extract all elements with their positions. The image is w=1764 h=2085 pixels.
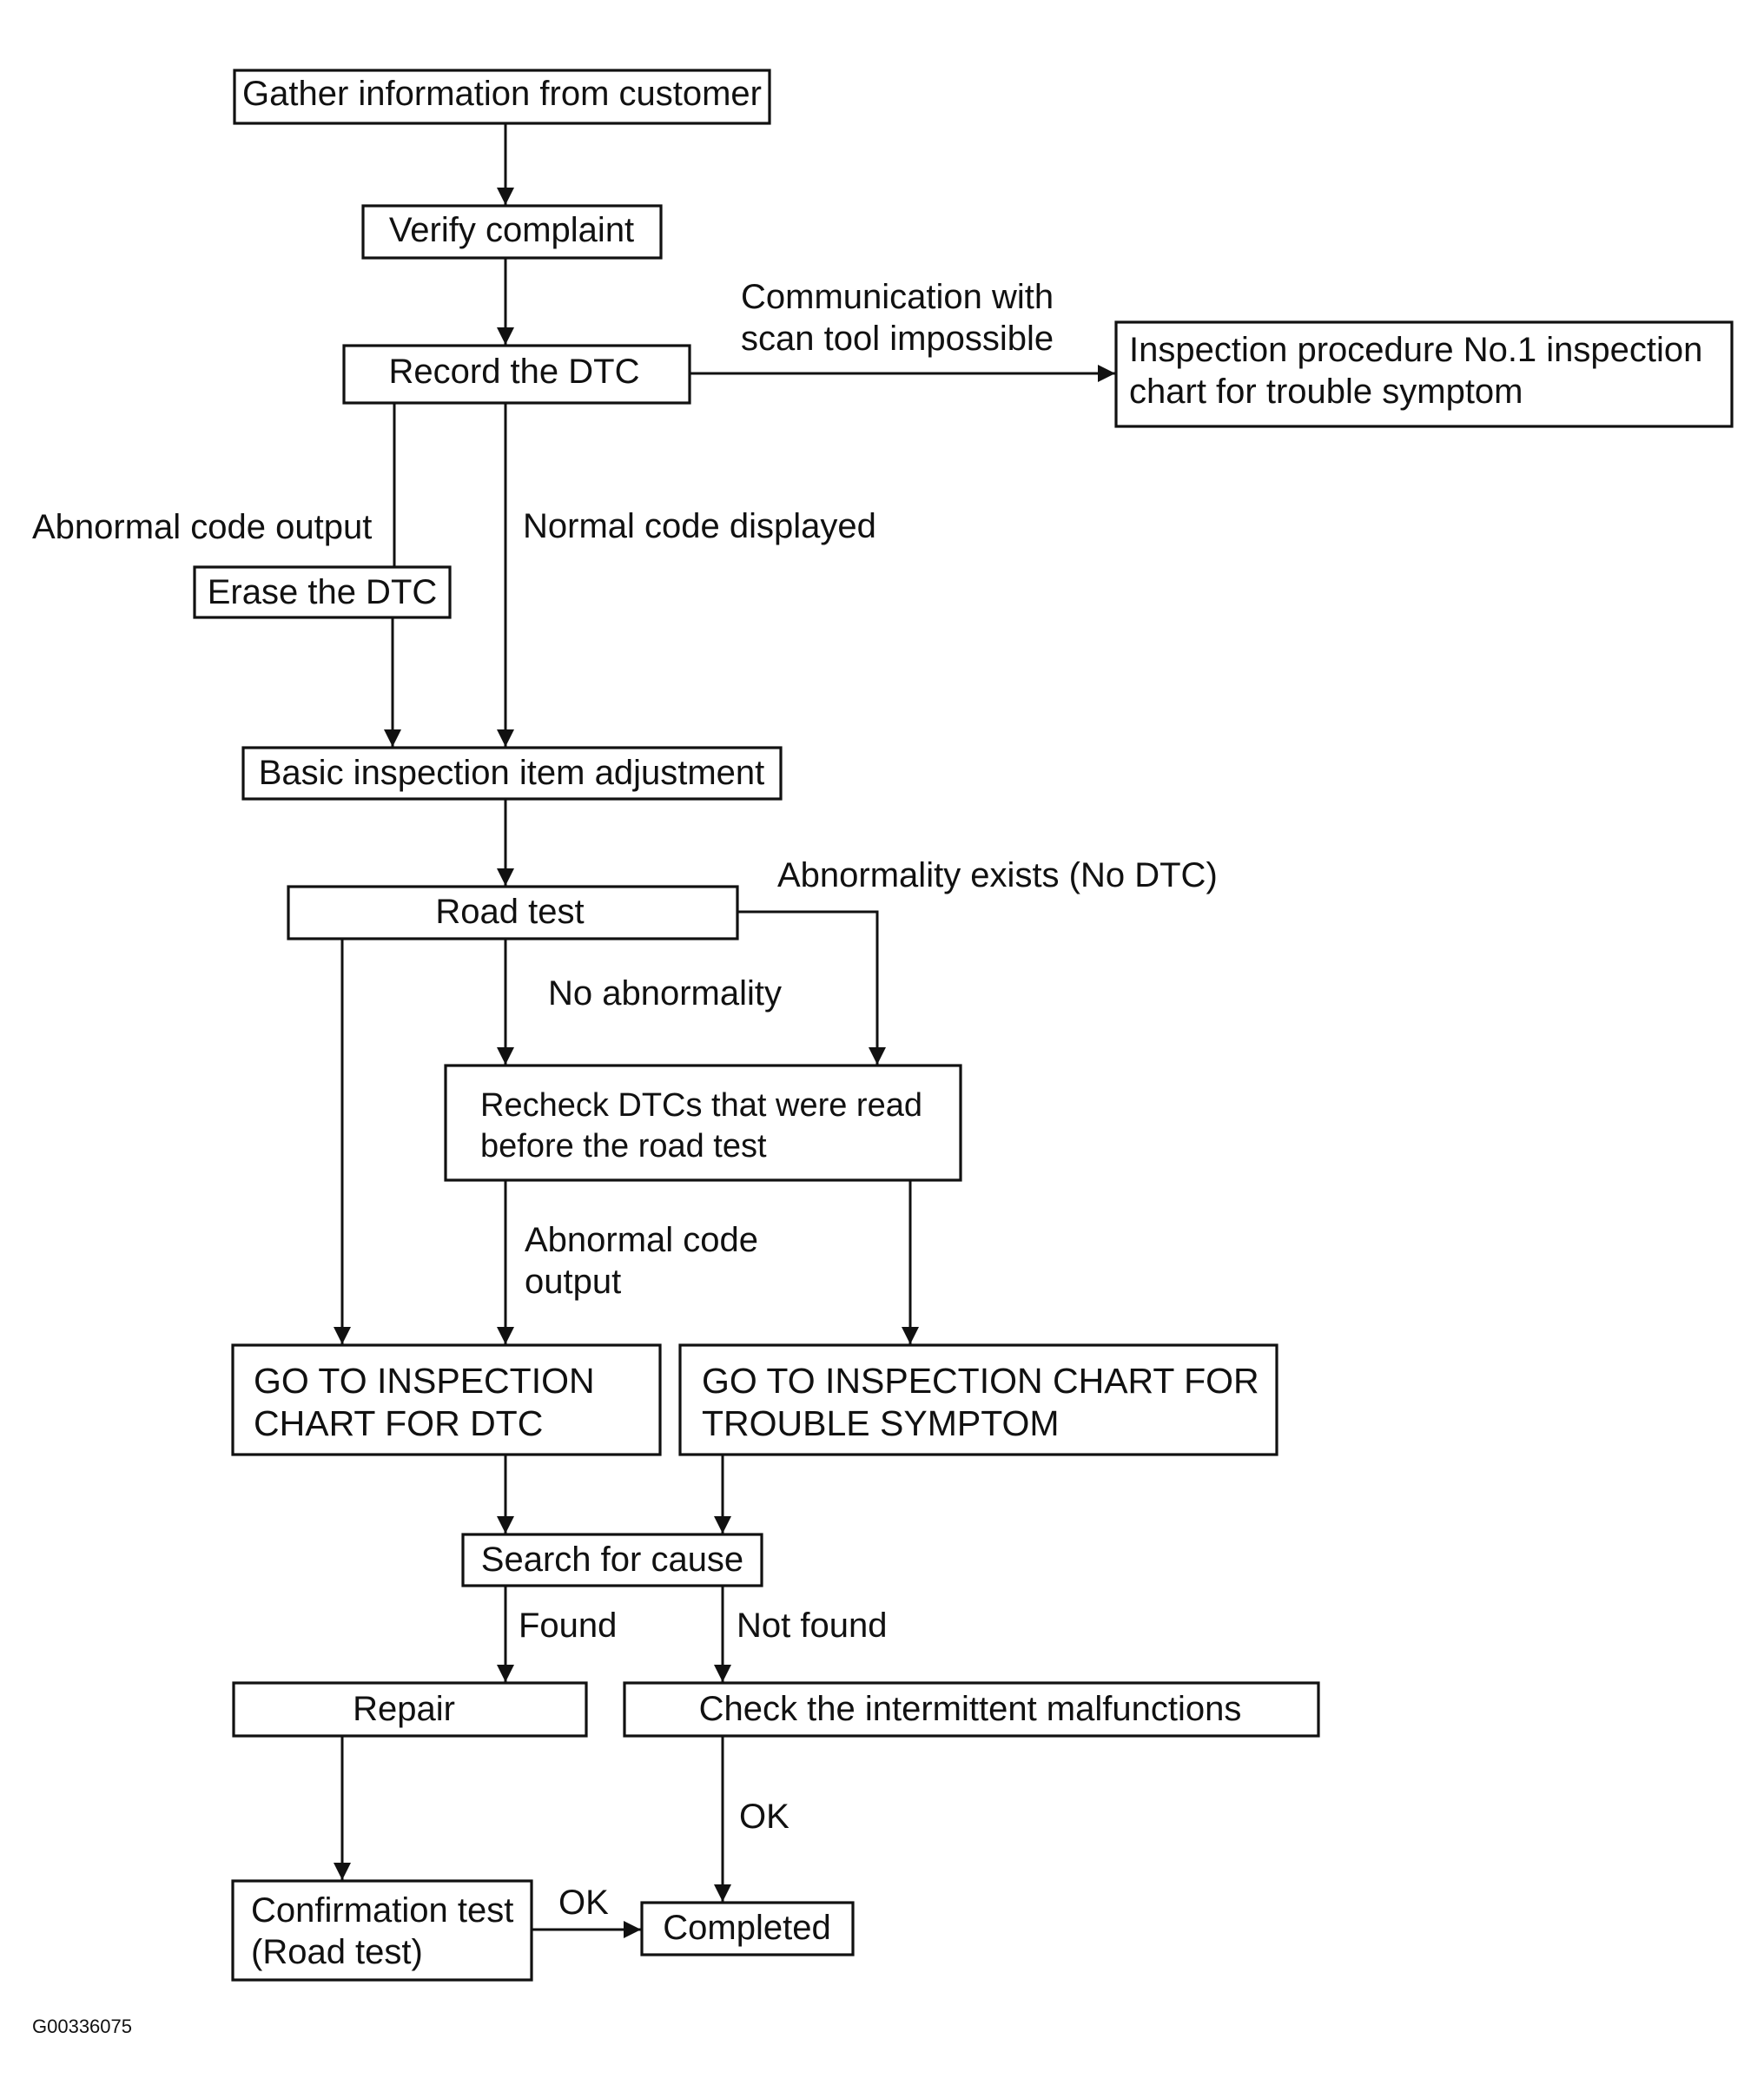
label-comm-impossible-line2: scan tool impossible — [741, 320, 1054, 358]
box-goto-inspection-symptom: GO TO INSPECTION CHART FOR TROUBLE SYMPT… — [678, 1343, 1278, 1456]
box-confirmation-test-line2: (Road test) — [251, 1933, 423, 1971]
box-basic-inspection-label: Basic inspection item adjustment — [259, 754, 765, 792]
box-goto-inspection-dtc-line2: CHART FOR DTC — [254, 1403, 543, 1443]
box-confirmation-test-line1: Confirmation test — [251, 1891, 513, 1930]
box-goto-inspection-dtc-line1: GO TO INSPECTION — [254, 1361, 595, 1401]
box-record-dtc-label: Record the DTC — [389, 353, 640, 391]
label-normal-code-displayed: Normal code displayed — [523, 507, 876, 545]
box-inspection-procedure-no1: Inspection procedure No.1 inspection cha… — [1114, 320, 1734, 428]
label-abnormal-code-output-2-line1: Abnormal code — [525, 1221, 758, 1259]
label-not-found: Not found — [737, 1607, 887, 1645]
box-gather-information-label: Gather information from customer — [242, 75, 762, 113]
box-goto-inspection-symptom-line2: TROUBLE SYMPTOM — [702, 1403, 1060, 1443]
box-recheck-dtcs-line1: Recheck DTCs that were read — [480, 1087, 922, 1124]
box-check-intermittent: Check the intermittent malfunctions — [623, 1681, 1320, 1738]
box-verify-complaint-label: Verify complaint — [389, 211, 634, 249]
box-verify-complaint: Verify complaint — [361, 204, 663, 260]
box-inspection-procedure-no1-line1: Inspection procedure No.1 inspection — [1129, 331, 1702, 369]
label-abnormality-exists: Abnormality exists (No DTC) — [777, 856, 1218, 894]
box-check-intermittent-label: Check the intermittent malfunctions — [699, 1690, 1242, 1728]
label-no-abnormality: No abnormality — [548, 974, 782, 1013]
box-inspection-procedure-no1-line2: chart for trouble symptom — [1129, 373, 1523, 411]
box-erase-dtc: Erase the DTC — [193, 565, 452, 619]
box-repair: Repair — [232, 1681, 588, 1738]
edge-labels: Communication with scan tool impossible … — [32, 278, 1218, 1922]
box-completed-label: Completed — [663, 1909, 830, 1947]
label-ok-confirmation: OK — [558, 1884, 609, 1922]
box-recheck-dtcs: Recheck DTCs that were read before the r… — [444, 1064, 962, 1182]
label-found: Found — [519, 1607, 617, 1645]
box-record-dtc: Record the DTC — [342, 344, 691, 405]
label-abnormal-code-output: Abnormal code output — [32, 508, 372, 546]
box-road-test-label: Road test — [435, 893, 584, 931]
box-basic-inspection: Basic inspection item adjustment — [241, 746, 783, 801]
connectors — [334, 124, 1115, 1938]
box-road-test: Road test — [287, 885, 739, 940]
label-abnormal-code-output-2-line2: output — [525, 1263, 621, 1301]
box-gather-information: Gather information from customer — [233, 69, 771, 125]
box-goto-inspection-symptom-line1: GO TO INSPECTION CHART FOR — [702, 1361, 1259, 1401]
box-goto-inspection-dtc: GO TO INSPECTION CHART FOR DTC — [231, 1343, 662, 1456]
box-recheck-dtcs-line2: before the road test — [480, 1128, 767, 1165]
box-completed: Completed — [640, 1901, 855, 1956]
arrow-road-test-abnormality-to-recheck — [738, 910, 886, 1065]
label-ok-intermittent: OK — [739, 1798, 790, 1836]
box-repair-label: Repair — [353, 1690, 455, 1728]
label-comm-impossible-line1: Communication with — [741, 278, 1054, 316]
box-erase-dtc-label: Erase the DTC — [208, 573, 438, 611]
box-search-for-cause-label: Search for cause — [481, 1541, 743, 1579]
box-search-for-cause: Search for cause — [461, 1533, 763, 1587]
box-confirmation-test: Confirmation test (Road test) — [231, 1879, 533, 1982]
figure-id: G00336075 — [32, 2016, 132, 2037]
